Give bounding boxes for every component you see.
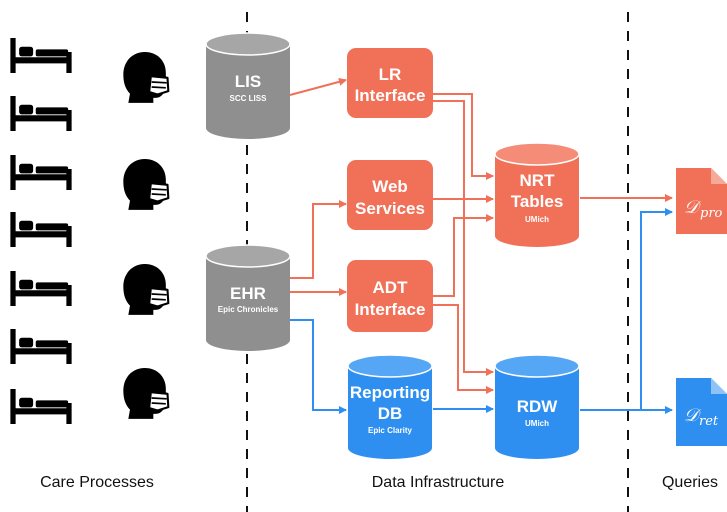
output-ret-letter: 𝒟	[684, 405, 702, 426]
output-pro-document: 𝒟 pro	[676, 168, 727, 234]
node-lis-title: LIS	[235, 72, 261, 91]
node-rdw: RDW UMich	[494, 354, 580, 459]
node-reporting-line1: Reporting	[350, 383, 430, 402]
node-lr-line2: Interface	[355, 86, 426, 105]
node-adt-interface: ADT Interface	[347, 260, 433, 332]
node-ehr-subtitle: Epic Chronicles	[218, 305, 279, 314]
masked-face-icon-group	[122, 50, 170, 420]
node-rdw-title: RDW	[517, 397, 559, 416]
masked-face-icon	[122, 366, 170, 420]
node-lr-interface: LR Interface	[347, 48, 433, 118]
bed-icon	[10, 212, 72, 247]
node-web-services: Web Services	[347, 160, 433, 230]
bed-icon	[10, 155, 72, 190]
node-nrt-tables: NRT Tables UMich	[494, 142, 580, 247]
section-data-infrastructure: Data Infrastructure	[372, 474, 505, 491]
bed-icon	[10, 38, 72, 73]
edge-rdw-pro	[640, 208, 673, 410]
node-ehr-title: EHR	[230, 284, 266, 303]
output-ret-sub: ret	[699, 414, 719, 429]
edge-adt-rdw	[433, 304, 494, 394]
edge-ehr-web	[290, 200, 347, 279]
edge-ehr-reporting	[290, 319, 347, 414]
node-reporting-subtitle: Epic Clarity	[368, 426, 413, 435]
node-reporting-db: Reporting DB Epic Clarity	[347, 354, 433, 459]
node-adt-line2: Interface	[355, 300, 426, 319]
node-lis-subtitle: SCC LISS	[230, 94, 268, 103]
bed-icon-group	[10, 38, 72, 424]
edge-lis-lr	[289, 77, 347, 96]
node-nrt-line1: NRT	[520, 171, 556, 190]
output-pro-sub: pro	[700, 206, 723, 221]
node-web-line1: Web	[372, 177, 408, 196]
section-queries: Queries	[662, 474, 718, 491]
output-pro-letter: 𝒟	[684, 197, 702, 218]
masked-face-icon	[122, 157, 170, 211]
node-reporting-line2: DB	[378, 404, 403, 423]
node-nrt-subtitle: UMich	[525, 215, 549, 224]
edge-lr-nrt	[433, 93, 494, 180]
edge-lr-rdw	[433, 100, 494, 376]
output-ret-document: 𝒟 ret	[676, 378, 727, 446]
connectors	[289, 77, 673, 414]
node-web-line2: Services	[355, 199, 425, 218]
node-ehr: EHR Epic Chronicles	[205, 244, 291, 351]
bed-icon	[10, 96, 72, 131]
masked-face-icon	[122, 50, 170, 104]
edge-adt-nrt	[433, 214, 494, 297]
bed-icon	[10, 271, 72, 306]
node-rdw-subtitle: UMich	[525, 419, 549, 428]
section-care-processes: Care Processes	[40, 474, 154, 491]
node-lis: LIS SCC LISS	[205, 32, 291, 139]
node-nrt-line2: Tables	[511, 192, 564, 211]
node-adt-line1: ADT	[373, 278, 409, 297]
bed-icon	[10, 329, 72, 364]
masked-face-icon	[122, 262, 170, 316]
node-lr-line1: LR	[379, 65, 402, 84]
bed-icon	[10, 389, 72, 424]
